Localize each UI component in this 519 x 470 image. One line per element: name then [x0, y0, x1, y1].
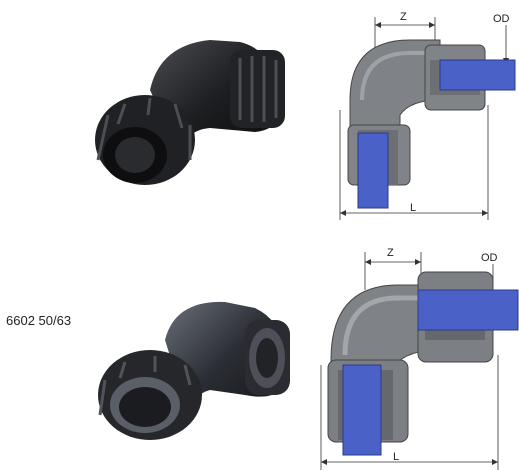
elbow-section-drawing-bottom: Z OD L	[320, 247, 519, 470]
elbow-fitting-photo-top	[95, 40, 285, 185]
dimension-od-label: OD	[481, 252, 498, 264]
dimension-z-label: Z	[400, 11, 407, 23]
dimension-z-label: Z	[387, 247, 394, 259]
elbow-fitting-photo-bottom	[98, 301, 290, 440]
dimension-l-label: L	[393, 451, 399, 463]
elbow-section-drawing-top: Z OD L	[339, 11, 516, 220]
product-code-label: 6602 50/63	[6, 313, 72, 328]
dimension-od-label: OD	[493, 13, 510, 25]
dimension-l-label: L	[410, 202, 416, 214]
